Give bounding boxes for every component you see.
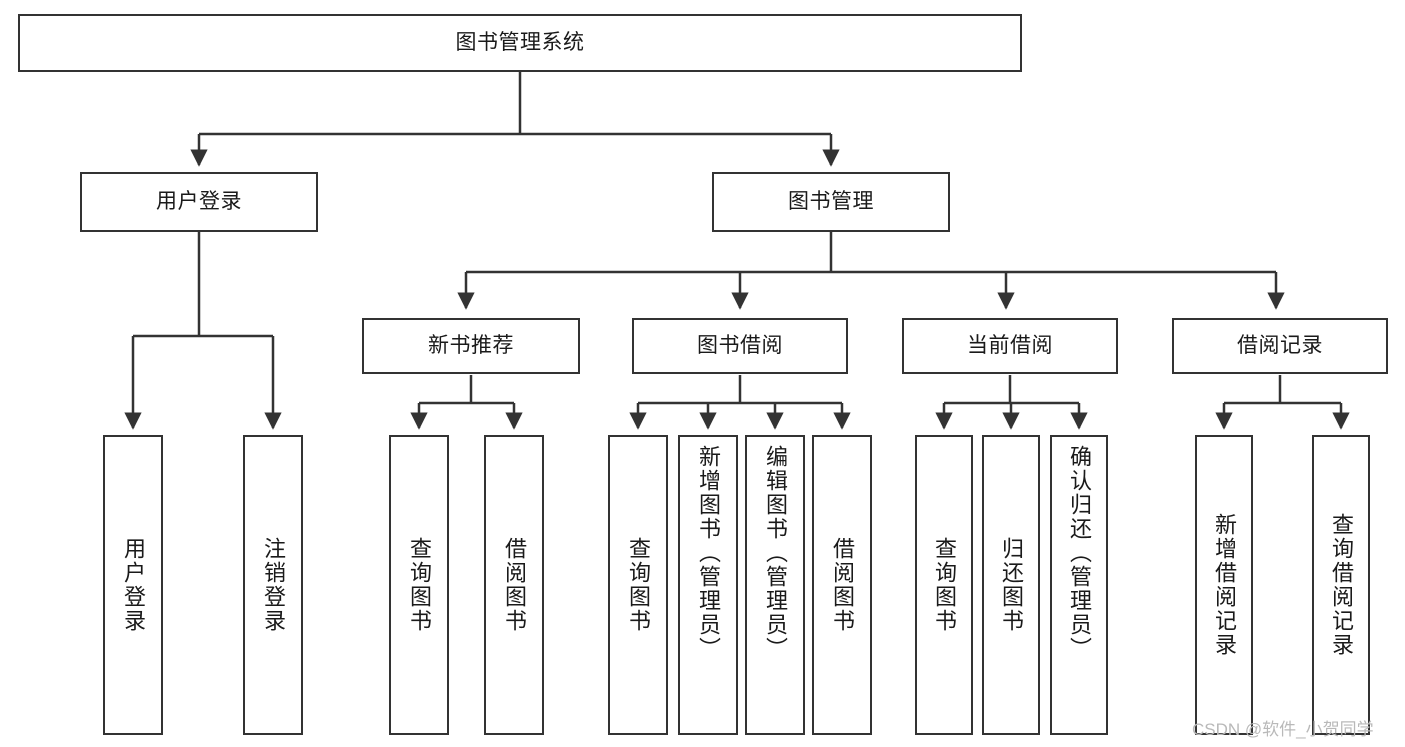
node-leaf-query-record[interactable]: 查询借阅记录 <box>1312 435 1370 735</box>
node-borrow-record[interactable]: 借阅记录 <box>1172 318 1388 374</box>
node-book-borrow-label: 图书借阅 <box>697 333 783 357</box>
node-leaf-add-book-label: 新增图书（管理员） <box>696 445 721 661</box>
node-new-book-recommend[interactable]: 新书推荐 <box>362 318 580 374</box>
node-leaf-confirm-return-label: 确认归还（管理员） <box>1067 445 1092 661</box>
node-book-borrow[interactable]: 图书借阅 <box>632 318 848 374</box>
node-leaf-query-book-2-label: 查询图书 <box>626 537 651 633</box>
node-leaf-borrow-book-1-label: 借阅图书 <box>502 537 527 633</box>
node-leaf-user-login-label: 用户登录 <box>121 537 146 633</box>
node-user-login-label: 用户登录 <box>156 189 242 213</box>
node-leaf-edit-book-label: 编辑图书（管理员） <box>763 445 788 661</box>
node-user-login[interactable]: 用户登录 <box>80 172 318 232</box>
node-leaf-logout[interactable]: 注销登录 <box>243 435 303 735</box>
node-leaf-query-book-1-label: 查询图书 <box>407 537 432 633</box>
node-leaf-borrow-book-1[interactable]: 借阅图书 <box>484 435 544 735</box>
node-book-management-label: 图书管理 <box>788 189 874 213</box>
node-leaf-user-login[interactable]: 用户登录 <box>103 435 163 735</box>
node-leaf-return-book-label: 归还图书 <box>999 537 1024 633</box>
node-current-borrow[interactable]: 当前借阅 <box>902 318 1118 374</box>
node-leaf-return-book[interactable]: 归还图书 <box>982 435 1040 735</box>
node-new-book-recommend-label: 新书推荐 <box>428 333 514 357</box>
node-leaf-query-book-2[interactable]: 查询图书 <box>608 435 668 735</box>
node-leaf-query-book-3-label: 查询图书 <box>932 537 957 633</box>
node-leaf-confirm-return[interactable]: 确认归还（管理员） <box>1050 435 1108 735</box>
node-borrow-record-label: 借阅记录 <box>1237 333 1323 357</box>
node-book-management[interactable]: 图书管理 <box>712 172 950 232</box>
node-root[interactable]: 图书管理系统 <box>18 14 1022 72</box>
node-root-label: 图书管理系统 <box>455 30 585 54</box>
node-leaf-edit-book[interactable]: 编辑图书（管理员） <box>745 435 805 735</box>
watermark-text: CSDN @软件_小贺同学 <box>1192 720 1374 739</box>
node-leaf-query-book-1[interactable]: 查询图书 <box>389 435 449 735</box>
node-leaf-logout-label: 注销登录 <box>261 537 286 633</box>
node-leaf-borrow-book-2-label: 借阅图书 <box>830 537 855 633</box>
node-current-borrow-label: 当前借阅 <box>967 333 1053 357</box>
node-leaf-add-book[interactable]: 新增图书（管理员） <box>678 435 738 735</box>
node-leaf-query-record-label: 查询借阅记录 <box>1329 513 1354 657</box>
node-leaf-query-book-3[interactable]: 查询图书 <box>915 435 973 735</box>
node-leaf-add-record-label: 新增借阅记录 <box>1212 513 1237 657</box>
node-leaf-add-record[interactable]: 新增借阅记录 <box>1195 435 1253 735</box>
node-leaf-borrow-book-2[interactable]: 借阅图书 <box>812 435 872 735</box>
